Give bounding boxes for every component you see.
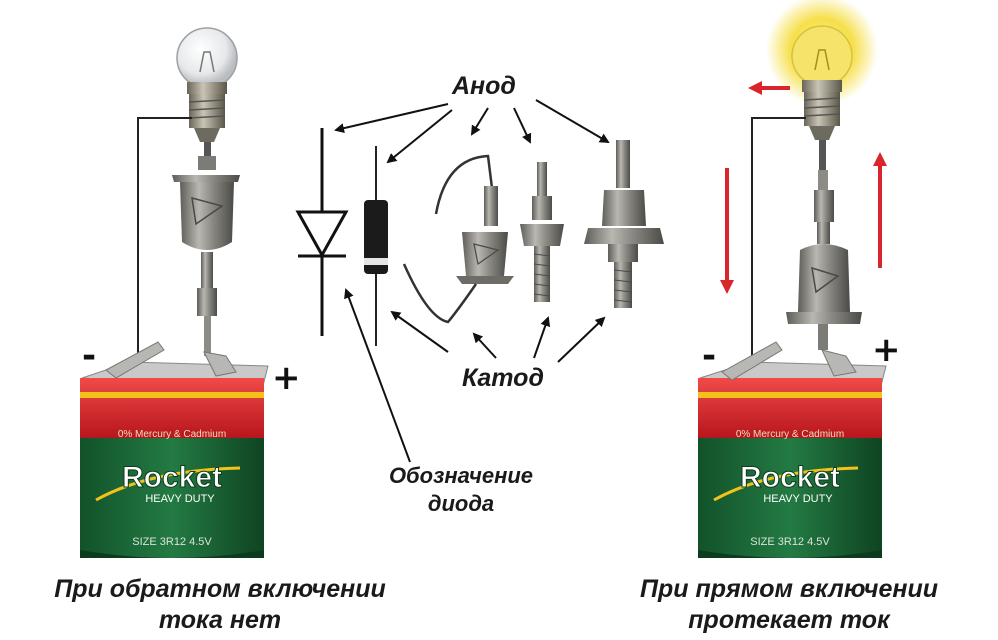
symbol-caption-line1: Обозначение [388,463,534,488]
diode-symbol-icon [295,128,349,336]
anode-label: Анод [452,72,516,100]
left-battery: 0% Mercury & Cadmium Rocket HEAVY DUTY S… [80,361,269,558]
right-battery-top-text: 0% Mercury & Cadmium [736,429,844,440]
symbol-caption: Обозначение диода [356,462,566,518]
stud-diode-medium-icon [520,162,564,302]
left-plus-sign: + [272,358,301,398]
stud-diode-small-icon [402,154,514,324]
cathode-arrows [390,310,606,363]
right-caption: При прямом включении протекает ток [580,574,998,636]
left-terminal-plus [203,351,237,377]
symbol-caption-arrow [344,288,411,463]
right-plus-sign: + [872,330,901,370]
left-caption-line1: При обратном включении [54,575,386,603]
right-terminal-minus [721,341,783,381]
bulb-off-icon [176,27,238,156]
left-battery-subtitle: HEAVY DUTY [145,493,215,505]
right-minus-sign: - [702,336,717,376]
right-wire [751,117,806,378]
right-diode-icon [786,170,862,350]
symbol-caption-line2: диода [427,491,495,516]
left-terminal-minus [105,341,165,379]
right-battery-brand: Rocket [740,461,840,494]
left-battery-size: SIZE 3R12 4.5V [132,536,212,548]
right-battery-size: SIZE 3R12 4.5V [750,536,830,548]
left-diode-icon [172,156,240,356]
right-caption-line1: При прямом включении [639,575,939,603]
right-battery-subtitle: HEAVY DUTY [763,493,833,505]
axial-diode-icon [364,146,388,346]
right-battery: 0% Mercury & Cadmium Rocket HEAVY DUTY S… [698,361,887,558]
right-assembly: 0% Mercury & Cadmium Rocket HEAVY DUTY S… [698,0,887,558]
cathode-label: Катод [462,364,544,392]
left-caption: При обратном включении тока нет [0,574,440,636]
right-caption-line2: протекает ток [688,606,890,634]
right-terminal-plus [821,349,857,377]
left-minus-sign: - [82,336,97,376]
stud-diode-large-icon [584,140,664,308]
left-wire [137,117,192,378]
left-battery-brand: Rocket [122,461,222,494]
left-battery-top-text: 0% Mercury & Cadmium [118,429,226,440]
left-caption-line2: тока нет [158,606,282,634]
bulb-on-icon [766,0,878,170]
left-assembly: 0% Mercury & Cadmium Rocket HEAVY DUTY S… [80,27,269,558]
anode-arrows [334,99,610,164]
